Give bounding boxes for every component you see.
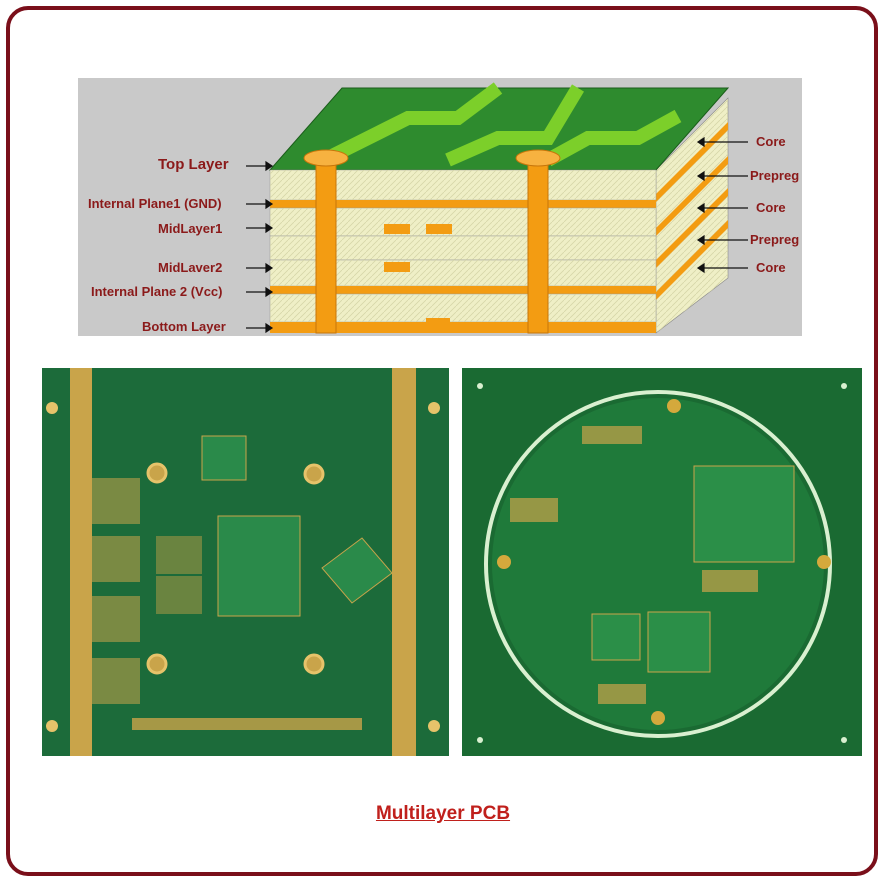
via-2-top xyxy=(515,149,561,167)
corner-hole-tl xyxy=(477,383,483,389)
pad-bottom xyxy=(651,711,665,725)
gold-edge-right xyxy=(392,368,416,756)
pcb-cross-section-diagram: Top Layer Internal Plane1 (GND) MidLayer… xyxy=(78,78,802,336)
mount-hole-3 xyxy=(146,653,168,675)
label-midlayer-1: MidLayer1 xyxy=(158,221,223,236)
header-left xyxy=(510,498,558,522)
pad-right xyxy=(817,555,831,569)
round-board xyxy=(492,398,824,730)
corner-hole-tr xyxy=(841,383,847,389)
via-1 xyxy=(315,155,337,334)
label-prepreg-1: Prepreg xyxy=(750,168,800,183)
corner-hole-br xyxy=(841,737,847,743)
top-trace-3 xyxy=(544,109,682,167)
qfp-small-1 xyxy=(647,611,711,673)
midlayer2-pad xyxy=(384,262,410,272)
midlayer1-pad-2 xyxy=(426,224,452,234)
label-core-3: Core xyxy=(756,260,786,275)
pad-array-6 xyxy=(156,576,202,614)
gold-edge-left xyxy=(70,368,92,756)
left-arrows xyxy=(246,160,274,334)
mount-hole-2 xyxy=(303,463,325,485)
label-top-layer: Top Layer xyxy=(158,156,229,173)
corner-hole-3 xyxy=(46,720,58,732)
corner-hole-1 xyxy=(46,402,58,414)
qfp-chip xyxy=(201,435,247,481)
header-mid xyxy=(702,570,758,592)
pad-array-1 xyxy=(92,478,140,524)
figure-caption: Multilayer PCB xyxy=(375,803,511,824)
bga-chip xyxy=(217,515,301,617)
mount-hole-4 xyxy=(303,653,325,675)
top-trace-2 xyxy=(445,84,585,167)
label-midlayer-2: MidLaver2 xyxy=(158,260,223,275)
header-top xyxy=(582,426,642,444)
qfp-small-2 xyxy=(591,613,641,661)
layer-vcc-plane xyxy=(270,286,656,294)
label-core-2: Core xyxy=(756,200,786,215)
via-1-top xyxy=(303,149,349,167)
pad-left xyxy=(497,555,511,569)
pad-array-2 xyxy=(92,536,140,582)
pad-array-5 xyxy=(156,536,202,574)
layer-bottom xyxy=(270,322,656,333)
connector-pads xyxy=(132,718,362,730)
pad-array-3 xyxy=(92,596,140,642)
corner-hole-bl xyxy=(477,737,483,743)
pad-top xyxy=(667,399,681,413)
header-bottom xyxy=(598,684,646,704)
corner-hole-4 xyxy=(428,720,440,732)
corner-hole-2 xyxy=(428,402,440,414)
bottom-pad xyxy=(426,318,450,333)
label-bottom-layer: Bottom Layer xyxy=(142,319,226,334)
via-2 xyxy=(527,155,549,334)
mount-hole-1 xyxy=(146,462,168,484)
pcb-photo-square xyxy=(42,368,449,756)
large-qfp xyxy=(693,465,795,563)
pcb-photo-round xyxy=(462,368,862,756)
label-prepreg-2: Prepreg xyxy=(750,232,800,247)
label-internal-plane-1: Internal Plane1 (GND) xyxy=(88,196,222,211)
label-internal-plane-2: Internal Plane 2 (Vcc) xyxy=(91,284,223,299)
rotated-chip xyxy=(321,537,393,604)
midlayer1-pad-1 xyxy=(384,224,410,234)
layer-gnd-plane xyxy=(270,200,656,208)
right-arrows xyxy=(696,136,748,274)
top-trace-1 xyxy=(324,82,503,165)
cross-section-svg xyxy=(246,82,748,334)
pad-array-4 xyxy=(92,658,140,704)
label-core-1: Core xyxy=(756,134,786,149)
